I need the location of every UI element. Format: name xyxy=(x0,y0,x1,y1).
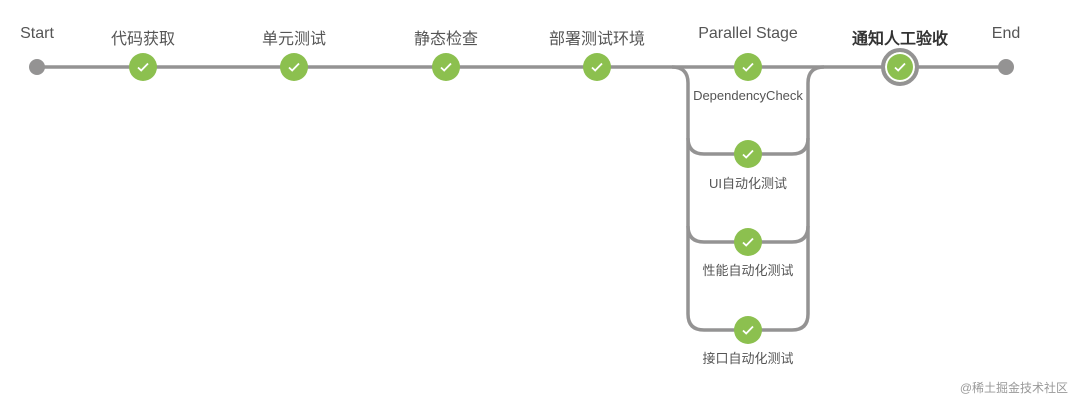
start-label: Start xyxy=(20,25,54,42)
stage-node-success[interactable] xyxy=(432,53,460,81)
stage-label[interactable]: 代码获取 xyxy=(110,31,176,48)
branch-label[interactable]: 性能自动化测试 xyxy=(702,263,794,278)
stage-label[interactable]: Parallel Stage xyxy=(698,25,798,42)
stage-node-success[interactable] xyxy=(583,53,611,81)
end-label: End xyxy=(991,25,1021,42)
branch-label[interactable]: 接口自动化测试 xyxy=(702,351,794,366)
branch-label[interactable]: UI自动化测试 xyxy=(708,176,788,191)
parallel-branch-node-success[interactable] xyxy=(734,140,762,168)
check-icon xyxy=(742,62,754,72)
start-node xyxy=(29,59,45,75)
check-icon xyxy=(288,62,300,72)
stage-node-selected[interactable] xyxy=(881,48,919,86)
check-icon xyxy=(742,149,754,159)
check-icon xyxy=(137,62,149,72)
stage-label-selected[interactable]: 通知人工验收 xyxy=(851,31,949,48)
end-node xyxy=(998,59,1014,75)
stage-node-success[interactable] xyxy=(129,53,157,81)
stage-node-success[interactable] xyxy=(280,53,308,81)
check-icon xyxy=(742,325,754,335)
parallel-branch-node-success[interactable] xyxy=(734,228,762,256)
check-icon xyxy=(440,62,452,72)
stage-label[interactable]: 单元测试 xyxy=(261,31,327,48)
watermark: @稀土掘金技术社区 xyxy=(959,381,1068,395)
stage-label[interactable]: 静态检查 xyxy=(413,31,479,48)
check-icon xyxy=(591,62,603,72)
parallel-branch-node-success[interactable] xyxy=(734,53,762,81)
parallel-branch-node-success[interactable] xyxy=(734,316,762,344)
check-icon xyxy=(894,62,906,72)
stage-label[interactable]: 部署测试环境 xyxy=(548,31,646,48)
branch-label[interactable]: DependencyCheck xyxy=(693,88,803,103)
check-icon xyxy=(742,237,754,247)
